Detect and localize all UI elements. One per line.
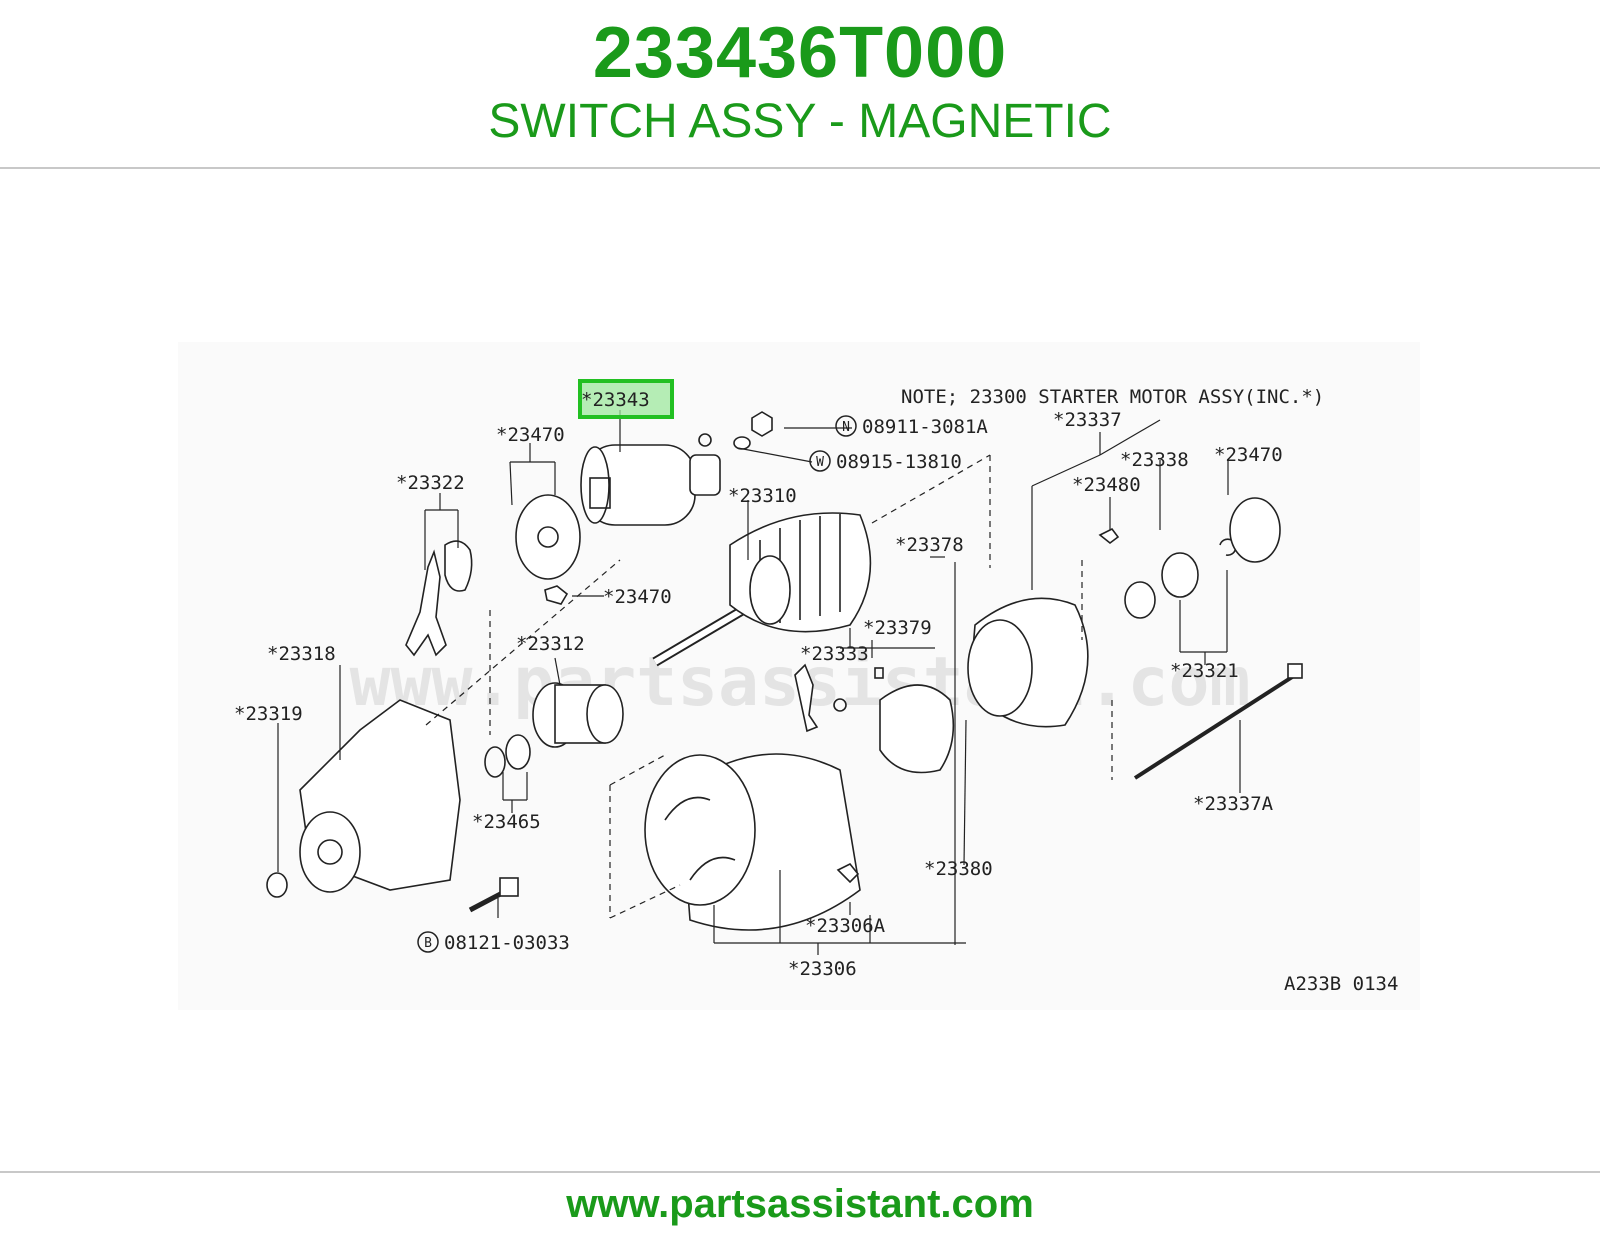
pinion-part[interactable] <box>532 682 624 748</box>
washer-badge-circle <box>809 450 831 472</box>
footer-url[interactable]: www.partsassistant.com <box>566 1182 1034 1226</box>
dashed-alignment-lines <box>425 454 1113 919</box>
part-number-title: 233436T000 <box>592 13 1008 93</box>
exploded-view-svg: www.partsassistant.com <box>178 342 1420 1010</box>
label-23337[interactable]: *23337 <box>1053 409 1122 431</box>
label-23343[interactable]: *23343 <box>581 389 650 411</box>
header-divider <box>0 167 1600 169</box>
screw-part[interactable] <box>836 862 860 884</box>
label-23378[interactable]: *23378 <box>895 534 964 556</box>
label-23333[interactable]: *23333 <box>800 643 869 665</box>
screw-part-2[interactable] <box>1098 527 1120 545</box>
nut-badge: N <box>842 420 850 435</box>
page-header: 233436T000 SWITCH ASSY - MAGNETIC <box>0 0 1600 168</box>
label-23321[interactable]: *23321 <box>1170 660 1239 682</box>
leader-lines <box>277 410 1241 955</box>
washer-badge: W <box>816 455 824 470</box>
label-23310[interactable]: *23310 <box>728 485 797 507</box>
parts-diagram: www.partsassistant.com <box>0 169 1600 1169</box>
label-23380[interactable]: *23380 <box>924 858 993 880</box>
bolt-badge-circle <box>417 931 439 953</box>
highlight-box[interactable] <box>578 379 674 419</box>
washer-part[interactable] <box>733 436 751 450</box>
cap-part[interactable] <box>1161 552 1199 598</box>
armature-part[interactable] <box>652 512 872 667</box>
magnetic-switch-part[interactable] <box>580 433 721 526</box>
label-23470-right[interactable]: *23470 <box>1214 444 1283 466</box>
ring-part[interactable] <box>484 746 506 778</box>
shift-lever-part[interactable] <box>405 549 447 657</box>
yoke-part[interactable] <box>644 753 861 931</box>
rear-cover-part[interactable] <box>967 597 1089 728</box>
label-23465[interactable]: *23465 <box>472 811 541 833</box>
seal-part[interactable] <box>1229 497 1281 563</box>
plate-part[interactable] <box>515 494 581 580</box>
label-23322[interactable]: *23322 <box>396 472 465 494</box>
front-housing-part[interactable] <box>299 699 461 893</box>
label-nut-part[interactable]: 08911-3081A <box>862 416 988 438</box>
spring-part[interactable] <box>444 540 473 592</box>
plunger-part[interactable] <box>544 585 569 605</box>
footer-divider <box>0 1171 1600 1173</box>
label-23470-mid[interactable]: *23470 <box>603 586 672 608</box>
label-23306[interactable]: *23306 <box>788 958 857 980</box>
note-text: NOTE; 23300 STARTER MOTOR ASSY(INC.*) <box>901 386 1324 408</box>
label-washer-part[interactable]: 08915-13810 <box>836 451 962 473</box>
nut-part[interactable] <box>751 411 773 437</box>
nut-badge-circle <box>835 415 857 437</box>
brush-small-part[interactable] <box>833 698 847 712</box>
label-23312[interactable]: *23312 <box>516 633 585 655</box>
part-name-subtitle: SWITCH ASSY - MAGNETIC <box>488 95 1112 148</box>
diagram-code: A233B 0134 <box>1284 973 1398 995</box>
bolt-badge: B <box>424 936 432 951</box>
label-23319[interactable]: *23319 <box>234 703 303 725</box>
ring-part-2[interactable] <box>505 734 531 770</box>
label-23318[interactable]: *23318 <box>267 643 336 665</box>
label-23379[interactable]: *23379 <box>863 617 932 639</box>
brush-spring-part[interactable] <box>794 663 819 733</box>
bushing-part[interactable] <box>266 872 288 898</box>
brush-holder-part[interactable] <box>879 684 955 774</box>
label-23338[interactable]: *23338 <box>1120 449 1189 471</box>
label-23306a[interactable]: *23306A <box>805 915 886 937</box>
label-23470-top[interactable]: *23470 <box>496 424 565 446</box>
label-bolt-part[interactable]: 08121-03033 <box>444 932 570 954</box>
brush-part[interactable] <box>874 667 884 679</box>
part-illustrations <box>266 410 1303 955</box>
bushing-part-2[interactable] <box>1124 581 1156 619</box>
label-23480[interactable]: *23480 <box>1072 474 1141 496</box>
label-23337a[interactable]: *23337A <box>1193 793 1274 815</box>
through-bolt-part[interactable] <box>1133 670 1302 780</box>
